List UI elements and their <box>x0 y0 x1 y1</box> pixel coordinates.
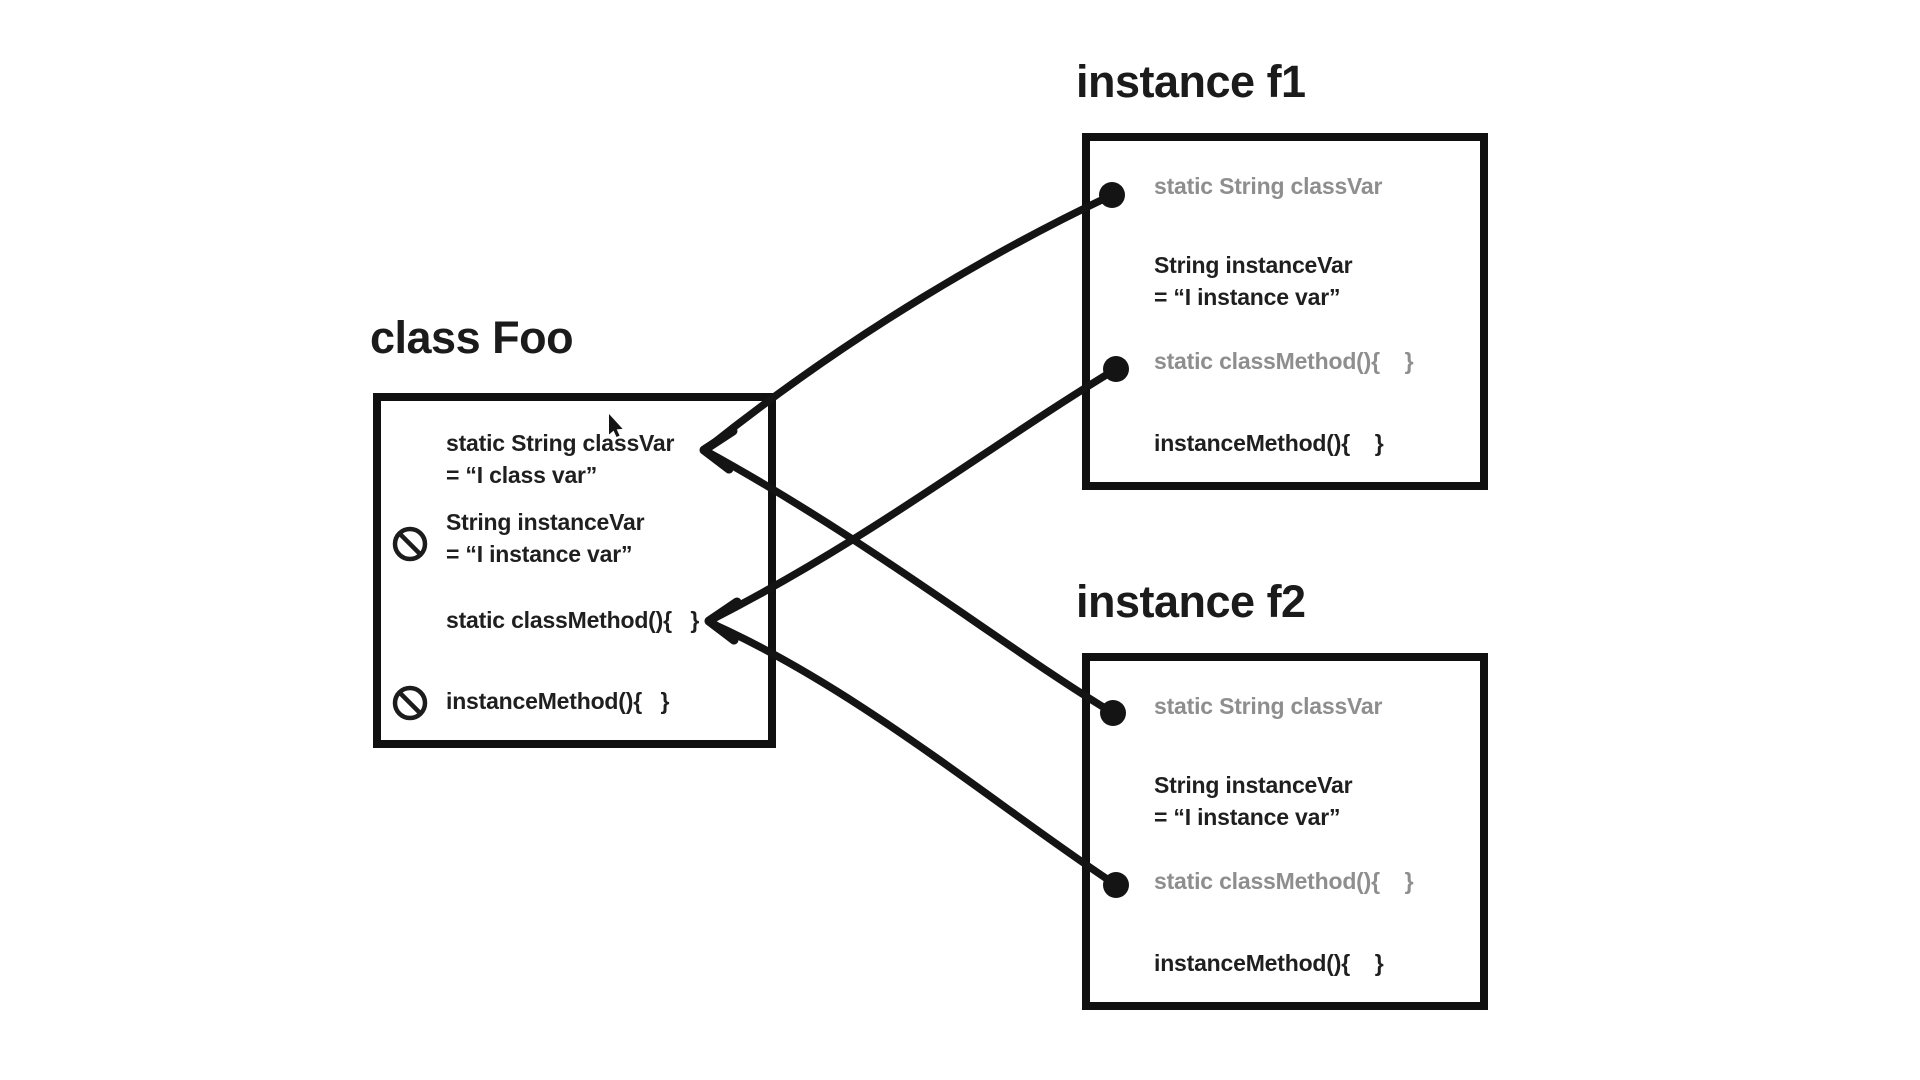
connector-dot-icon-f2-classvar <box>1100 700 1126 726</box>
foo-instancevar-line2: = “I instance var” <box>446 541 633 567</box>
f1-instancevar-line2: = “I instance var” <box>1154 284 1341 310</box>
instance-f1-box <box>1082 133 1488 490</box>
instance-f2-box <box>1082 653 1488 1010</box>
f2-instancevar-line1: String instanceVar <box>1154 772 1353 798</box>
connector-f1-classmethod-to-foo-classmethod <box>707 365 1120 624</box>
arrowhead-icon-classmethod <box>704 597 742 645</box>
foo-instancevar-line1: String instanceVar <box>446 509 645 535</box>
foo-classvar-line1: static String classVar <box>446 430 675 456</box>
f2-classvar: static String classVar <box>1154 693 1383 719</box>
mouse-cursor-icon <box>609 414 623 437</box>
foo-instancemethod: instanceMethod(){ } <box>446 688 670 714</box>
foo-classvar-line2: = “I class var” <box>446 462 598 488</box>
connector-dot-icon-f1-classvar <box>1099 182 1125 208</box>
f2-classmethod: static classMethod(){ } <box>1154 868 1414 894</box>
connector-f2-classmethod-to-foo-classmethod <box>707 619 1120 889</box>
no-access-icon-instancemethod <box>392 685 428 721</box>
f1-instancemethod: instanceMethod(){ } <box>1154 430 1384 456</box>
foo-classmethod: static classMethod(){ } <box>446 607 700 633</box>
f1-classmethod: static classMethod(){ } <box>1154 348 1414 374</box>
connector-dot-icon-f2-classmethod <box>1103 872 1129 898</box>
f1-instancevar-line1: String instanceVar <box>1154 252 1353 278</box>
instance-f2-title: instance f2 <box>1076 576 1306 627</box>
class-foo-title: class Foo <box>370 312 574 363</box>
connector-f2-classvar-to-foo-classvar <box>702 447 1117 717</box>
instance-f1-title: instance f1 <box>1076 56 1306 107</box>
connector-f1-classvar-to-foo-classvar <box>702 191 1116 453</box>
connector-dot-icon-f1-classmethod <box>1103 356 1129 382</box>
arrowhead-icon-classvar <box>699 426 738 474</box>
no-access-icon-instancevar <box>392 526 428 562</box>
f2-instancevar-line2: = “I instance var” <box>1154 804 1341 830</box>
f2-instancemethod: instanceMethod(){ } <box>1154 950 1384 976</box>
f1-classvar: static String classVar <box>1154 173 1383 199</box>
